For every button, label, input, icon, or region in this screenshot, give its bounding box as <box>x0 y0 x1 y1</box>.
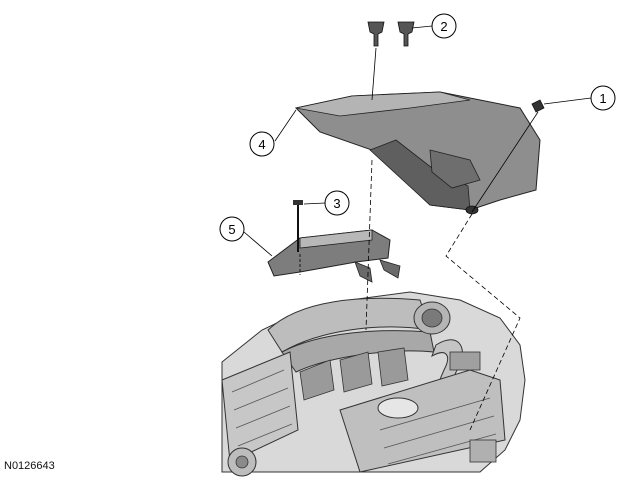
callout-5: 5 <box>219 216 245 242</box>
pin-part-3 <box>293 200 303 252</box>
callout-4: 4 <box>249 131 275 157</box>
svg-text:2: 2 <box>440 19 447 34</box>
alignment-lines <box>299 47 539 431</box>
svg-text:3: 3 <box>333 196 340 211</box>
svg-text:1: 1 <box>599 91 606 106</box>
engine-assembly <box>221 291 526 477</box>
fasteners-part-2 <box>367 21 415 47</box>
svg-text:5: 5 <box>228 222 235 237</box>
leader-lines <box>243 25 592 257</box>
fastener-part-1 <box>531 99 545 113</box>
callout-3: 3 <box>324 190 350 216</box>
engine-cover-part-4 <box>294 91 541 215</box>
svg-text:4: 4 <box>258 137 265 152</box>
bracket-part-5 <box>267 229 401 283</box>
callout-2: 2 <box>431 13 457 39</box>
figure-reference-code: N0126643 <box>4 460 55 472</box>
callout-1: 1 <box>590 85 616 111</box>
